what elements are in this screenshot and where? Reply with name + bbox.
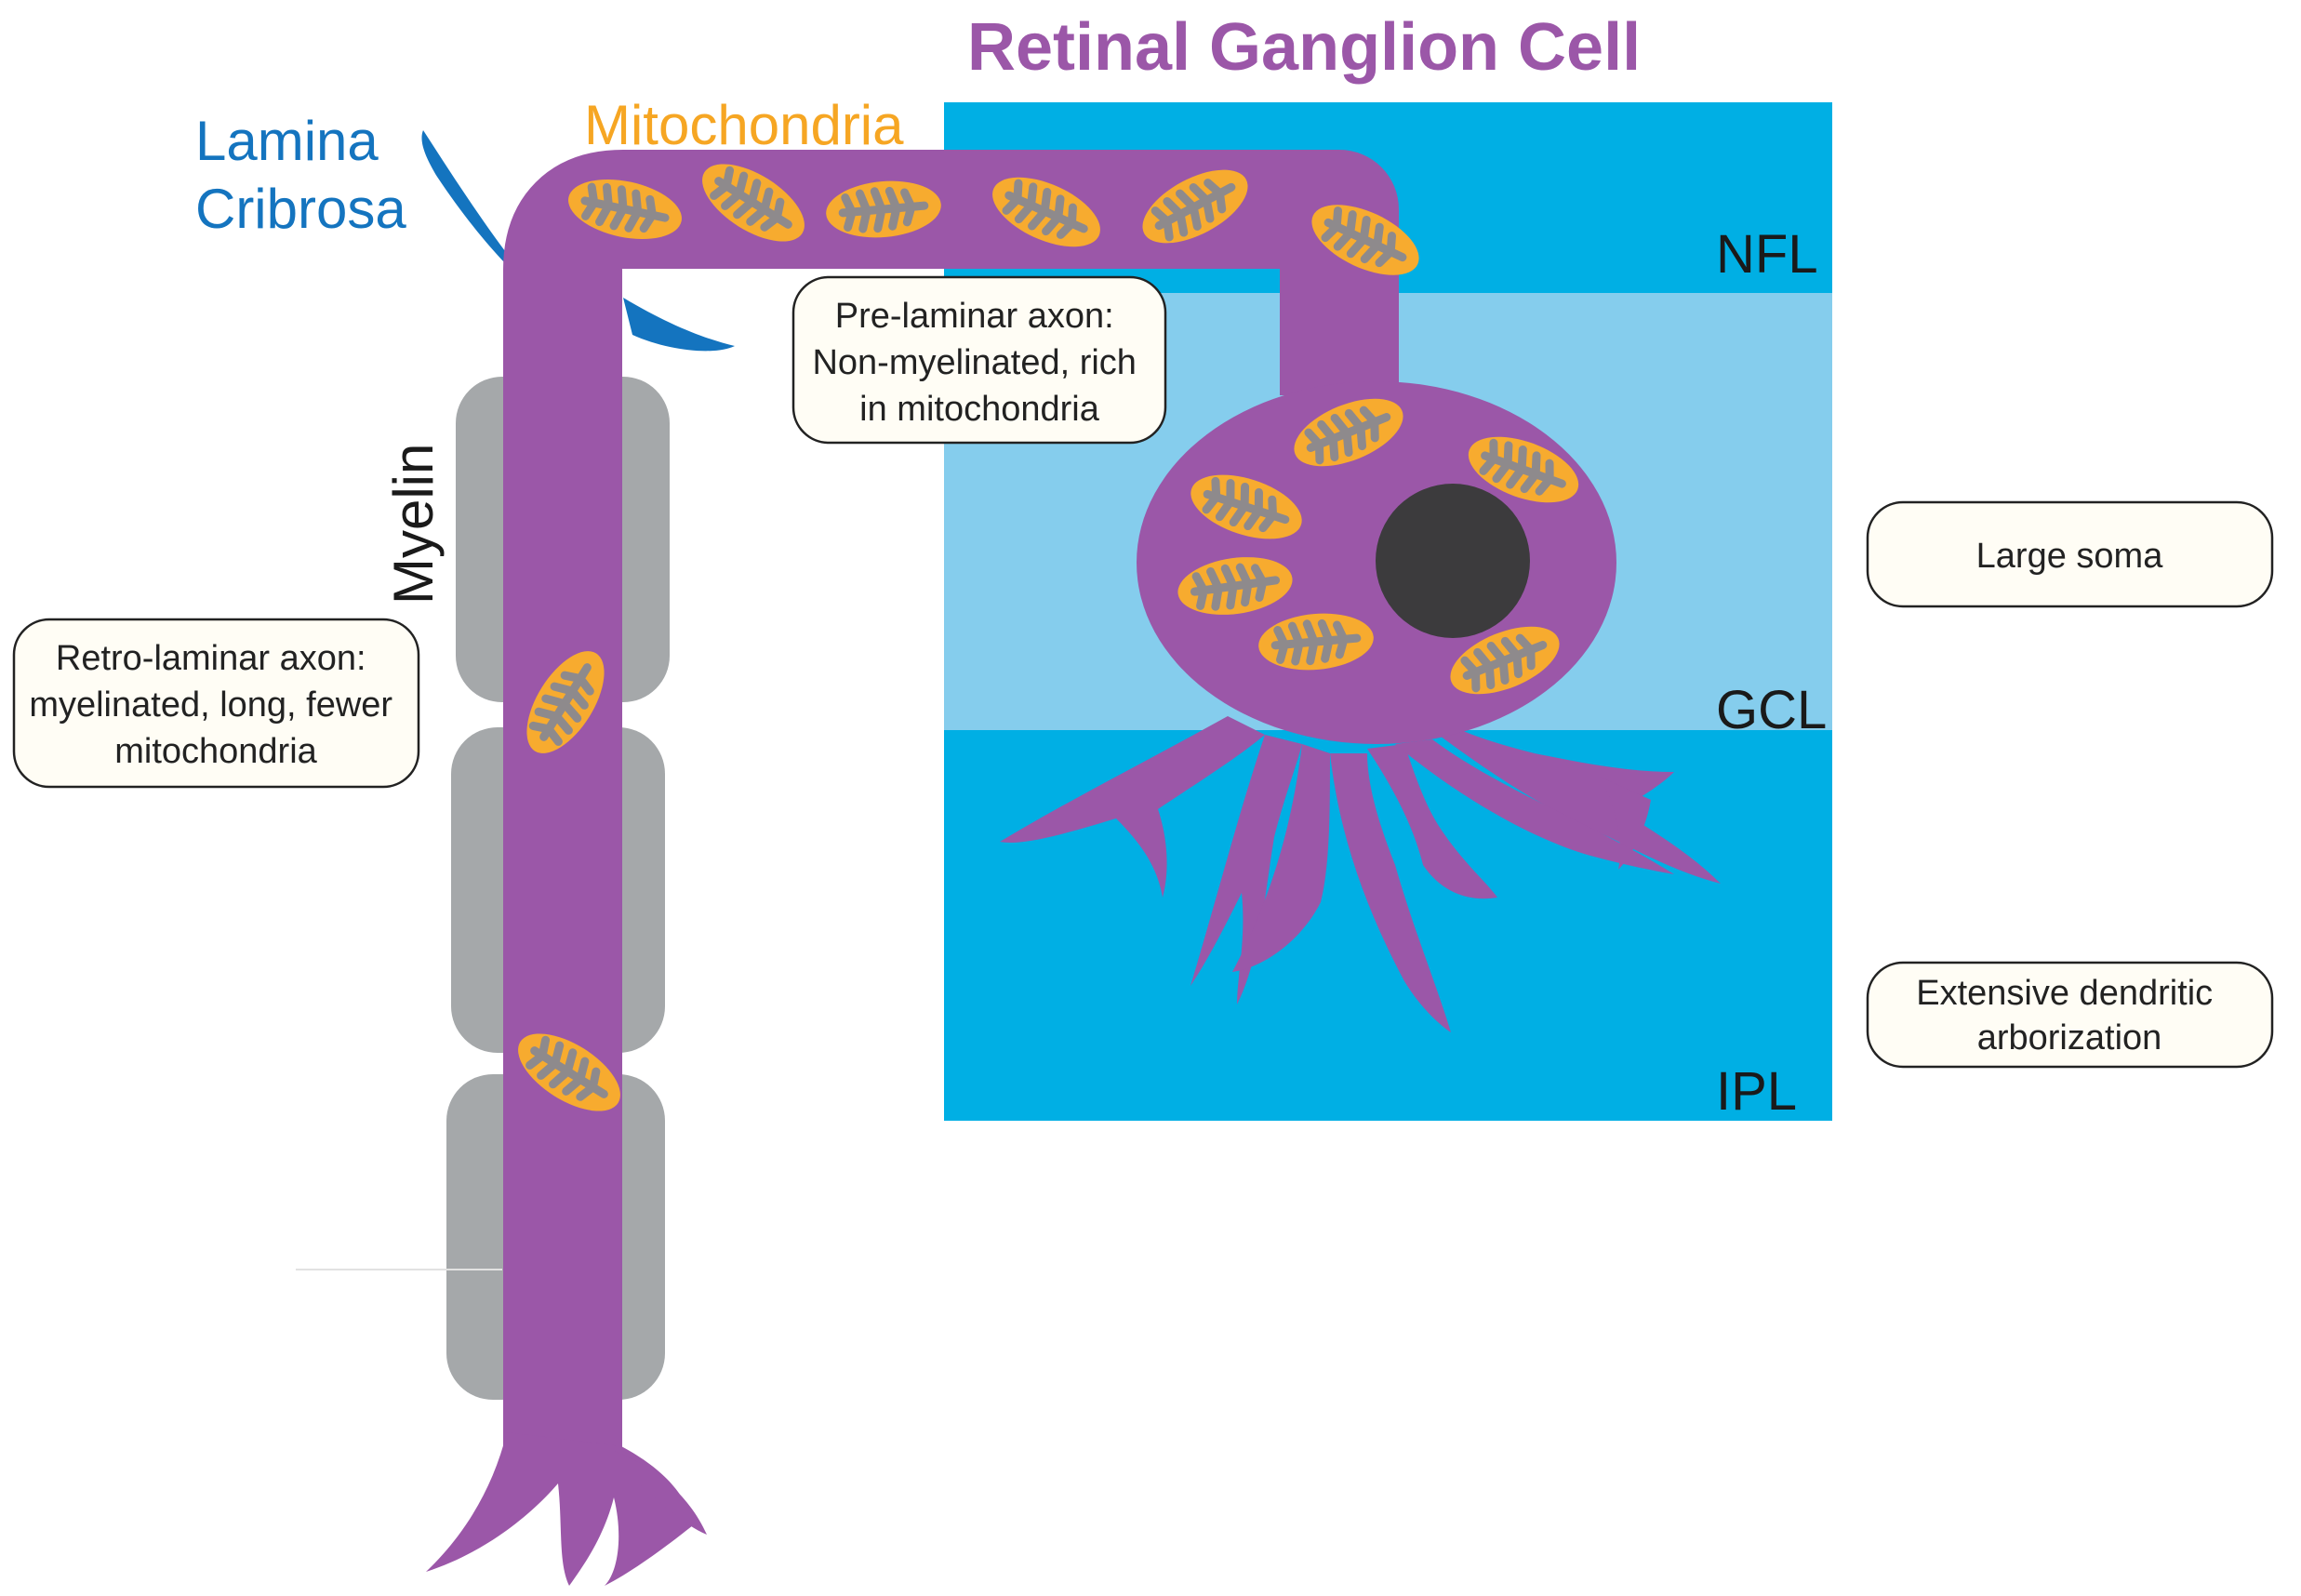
dendrite xyxy=(1190,735,1302,1004)
nucleus xyxy=(1376,484,1530,638)
dendrites xyxy=(1000,716,1721,1032)
nfl-label: NFL xyxy=(1716,224,1818,285)
axon-terminal-fork xyxy=(614,1451,707,1535)
callout-text: Pre-laminar axon: Non-myelinated, rich i… xyxy=(812,297,1146,429)
callout-box xyxy=(1866,961,2274,1069)
callout-box xyxy=(1866,500,2274,608)
callout-text: Retro-laminar axon: myelinated, long, fe… xyxy=(29,639,402,771)
lamina-cribrosa xyxy=(421,130,735,352)
dendrite xyxy=(1395,739,1674,874)
dendrite xyxy=(1367,744,1497,899)
gcl-label: GCL xyxy=(1716,680,1827,740)
lamina-cribrosa-label: Lamina Cribrosa xyxy=(195,110,406,240)
dendrite xyxy=(1600,777,1651,870)
diagram-title: Retinal Ganglion Cell xyxy=(967,10,1641,85)
myelin-label: Myelin xyxy=(382,444,445,605)
callout-box xyxy=(12,618,420,789)
callout-text: Extensive dendritic arborization xyxy=(1916,974,2223,1057)
dendrite xyxy=(1330,753,1451,1032)
callout-text: Large soma xyxy=(1976,537,2164,576)
dendrite xyxy=(1432,725,1721,884)
retro-laminar-callout: Retro-laminar axon: myelinated, long, fe… xyxy=(12,618,420,789)
dendrite xyxy=(1232,744,1330,972)
axon-terminal-branches xyxy=(426,1432,693,1586)
large-soma-callout: Large soma xyxy=(1866,500,2274,608)
dendrite xyxy=(1000,716,1265,898)
ipl-label: IPL xyxy=(1716,1061,1797,1122)
lamina-upper-blade xyxy=(421,130,535,288)
lamina-lower-blade xyxy=(623,298,735,352)
pre-laminar-callout: Pre-laminar axon: Non-myelinated, rich i… xyxy=(791,275,1167,445)
dendritic-callout: Extensive dendritic arborization xyxy=(1866,961,2274,1069)
mitochondria-label: Mitochondria xyxy=(584,94,904,156)
callout-box xyxy=(791,275,1167,445)
